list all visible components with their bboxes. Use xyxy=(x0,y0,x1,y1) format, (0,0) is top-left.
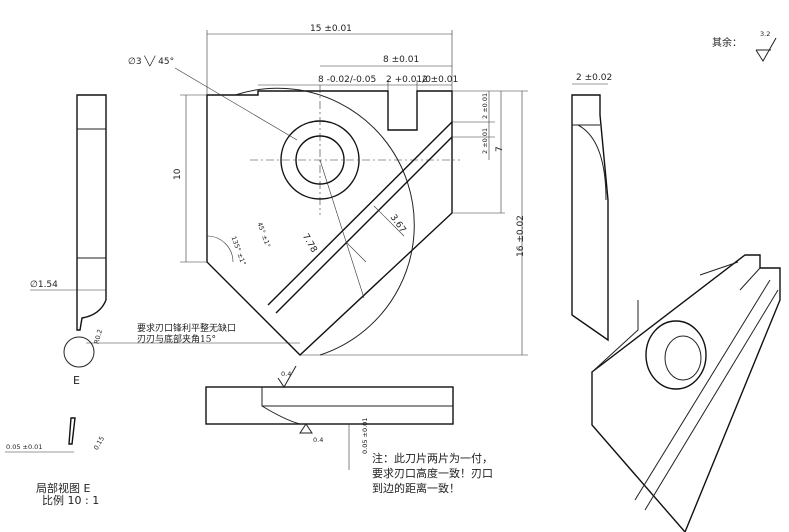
iso-hole-inner xyxy=(664,335,702,381)
dim-right-mid-text: 2 ±0.01 xyxy=(481,128,489,154)
dim-thickness-text: 2 ±0.02 xyxy=(576,73,612,83)
detail-scale: 比例 10 : 1 xyxy=(42,493,99,507)
roughness-bottom-icon xyxy=(299,423,313,434)
general-roughness-label: 其余： xyxy=(712,36,742,49)
edge-note-line-2: 刃刃与底部夹角15° xyxy=(137,333,216,345)
hole-leader xyxy=(174,67,298,141)
edge-leader xyxy=(345,241,367,263)
dim-right-segment-text: 8 ±0.01 xyxy=(383,55,419,65)
isometric-view xyxy=(591,254,781,532)
main-note: 注：此刀片两片为一付， 要求刃口高度一致！刃口 到边的距离一致！ xyxy=(372,451,493,495)
side-view: ∅1.54 E R0.2 要求刃口锋利平整无缺口 刃刃与底部夹角15° xyxy=(30,94,300,387)
roughness-symbol-icon xyxy=(755,37,777,62)
dim-seven-text: 7 xyxy=(495,146,505,152)
detail-title: 局部视图 E xyxy=(36,481,90,495)
dim-right-tab-text: 2 ±0.01 xyxy=(422,75,458,85)
right-view-outline xyxy=(571,94,609,342)
bottom-roughness-top: 0.4 xyxy=(281,370,291,378)
bottom-view: 0.4 0.4 0.05 ±0.01 xyxy=(205,365,454,470)
detail-label-E: E xyxy=(73,374,80,387)
detail-tip-text: 0.15 xyxy=(92,435,106,452)
general-roughness: 其余： 3.2 xyxy=(712,30,777,62)
iso-hole-outer xyxy=(645,320,707,390)
iso-outline xyxy=(591,254,781,532)
hole-callout: ∅3 ╲╱ 45° xyxy=(128,55,174,67)
roughness-top-icon xyxy=(277,365,297,388)
angle-45-text: 45° ±1° xyxy=(256,221,273,249)
dist-778-text: 7.78 xyxy=(300,232,319,255)
angle-135-text: 135° ±1° xyxy=(230,235,248,266)
bottom-thickness-text: 0.05 ±0.01 xyxy=(361,418,369,454)
edge-note-line-1: 要求刃口锋利平整无缺口 xyxy=(137,322,236,334)
side-view-outline xyxy=(76,94,107,331)
detail-tip xyxy=(68,417,76,445)
dim-slot-width-text: 2 +0.01/0 xyxy=(386,75,431,85)
dim-top-width-text: 15 ±0.01 xyxy=(310,24,352,34)
dim-total-text: 16 ±0.02 xyxy=(516,215,526,257)
general-roughness-value: 3.2 xyxy=(760,30,770,38)
detail-circle-E xyxy=(63,336,95,368)
main-view-outline xyxy=(206,90,453,356)
note-line-1: 注：此刀片两片为一付， xyxy=(372,451,493,465)
note-line-2: 要求刃口高度一致！刃口 xyxy=(372,466,493,480)
detail-view: 0.05 ±0.01 0.15 局部视图 E 比例 10 : 1 xyxy=(5,417,106,507)
edge-radius-text: R0.2 xyxy=(93,328,105,344)
right-view: 2 ±0.02 xyxy=(571,73,612,342)
detail-thickness-text: 0.05 ±0.01 xyxy=(6,443,42,451)
dim-slot-left-text: 8 -0.02/-0.05 xyxy=(318,75,376,85)
dist-line-778 xyxy=(319,159,365,299)
dist-line-367 xyxy=(373,205,405,237)
small-hole-text: ∅1.54 xyxy=(30,280,58,290)
dist-367-text: 3.67 xyxy=(388,213,408,235)
dim-height-left-text: 10 xyxy=(173,168,183,180)
note-line-3: 到边的距离一致！ xyxy=(372,481,460,495)
main-view: ∅3 ╲╱ 45° 15 ±0.01 8 ±0.01 8 -0.02/-0.05… xyxy=(128,24,528,356)
edge-line-2 xyxy=(275,136,453,314)
bottom-roughness-bottom: 0.4 xyxy=(313,436,323,444)
dim-right-top-text: 2 ±0.01 xyxy=(481,93,489,119)
edge-line-1 xyxy=(267,121,453,306)
angle-arc-135 xyxy=(206,235,234,263)
